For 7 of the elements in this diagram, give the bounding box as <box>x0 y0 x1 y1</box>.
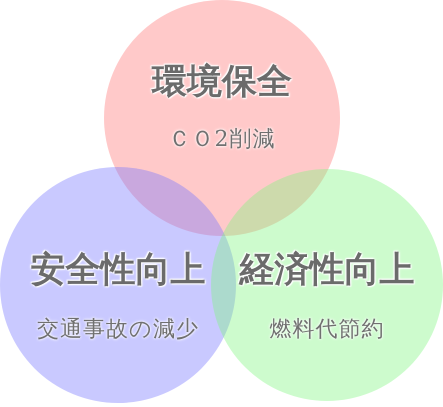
venn-circle <box>211 169 443 401</box>
circle-subtext: 交通事故の減少 <box>37 318 199 342</box>
circle-subtext: ＣＯ2削減 <box>168 128 276 152</box>
circle-subtext: 燃料代節約 <box>270 318 384 342</box>
circle-heading: 安全性向上 <box>30 250 206 290</box>
circle-heading: 環境保全 <box>152 62 292 102</box>
circle-heading: 経済性向上 <box>240 250 414 290</box>
